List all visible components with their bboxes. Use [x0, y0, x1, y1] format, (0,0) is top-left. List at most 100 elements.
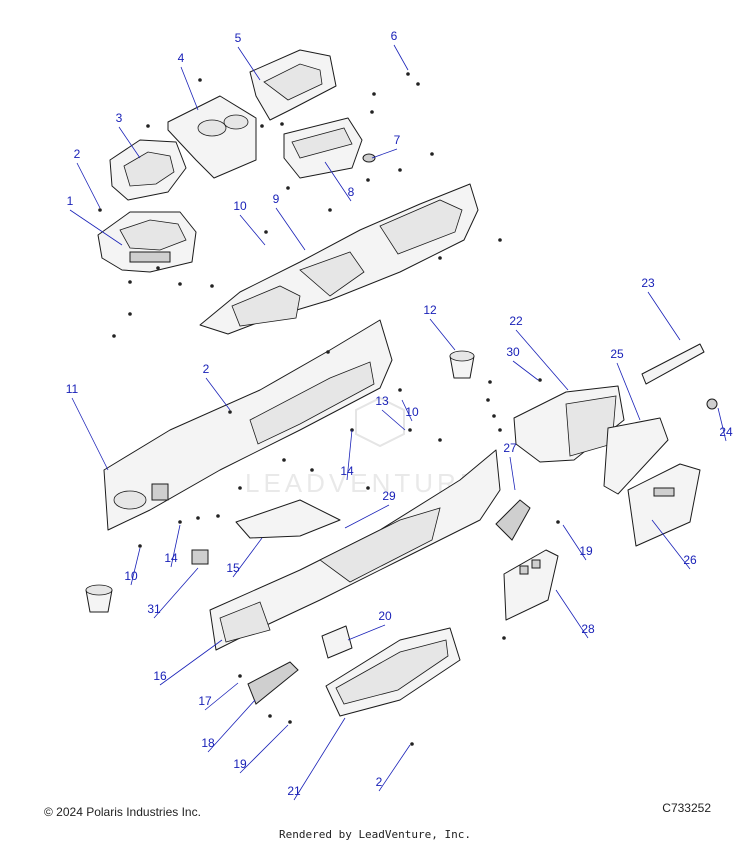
callout-c4: 4: [178, 51, 185, 65]
leader-line-c13: [381, 409, 406, 431]
callout-c28: 28: [581, 622, 595, 636]
leader-line-c19a: [562, 524, 587, 561]
leader-line-c25: [616, 362, 641, 421]
leader-line-c12: [429, 318, 456, 351]
callout-c9: 9: [273, 192, 280, 206]
leader-line-c26: [651, 519, 691, 570]
copyright-text: © 2024 Polaris Industries Inc.: [44, 805, 201, 819]
callout-c2a: 2: [74, 147, 81, 161]
callout-c10b: 10: [405, 405, 419, 419]
part-26-glovebox-door: [627, 463, 701, 547]
callout-c24: 24: [719, 425, 733, 439]
part-24-latch: [706, 398, 718, 410]
part-8-storage-bin: [283, 117, 363, 179]
callout-c19a: 19: [579, 544, 593, 558]
callout-c26: 26: [683, 553, 697, 567]
leader-line-c28: [555, 589, 589, 639]
callout-c14a: 14: [340, 464, 354, 478]
callout-c14b: 14: [164, 551, 178, 565]
leader-line-c27: [509, 456, 516, 491]
leader-line-c18: [207, 699, 256, 753]
part-27-vent-grille: [495, 499, 531, 541]
leader-line-c15: [232, 537, 263, 578]
callout-c25: 25: [610, 347, 624, 361]
part-3-gauge-bezel: [109, 139, 187, 201]
leader-line-c24: [717, 407, 727, 442]
leader-line-c8: [324, 161, 352, 202]
part-16-lower-dash: [209, 449, 501, 651]
leader-line-c20: [347, 624, 386, 641]
callout-c27: 27: [503, 441, 517, 455]
part-20-small-bezel: [321, 625, 353, 659]
callout-c16: 16: [153, 669, 167, 683]
leader-line-c2a: [76, 162, 101, 209]
leader-line-c4: [180, 66, 199, 111]
callout-c31: 31: [147, 602, 161, 616]
part-1-gauge-housing: [97, 211, 197, 273]
leader-line-c1: [69, 209, 123, 246]
leader-line-c7: [371, 148, 398, 159]
leader-line-c6: [393, 44, 409, 71]
credit-text: Rendered by LeadVenture, Inc.: [279, 828, 471, 841]
leader-line-c14b: [170, 524, 181, 568]
leader-line-c16: [159, 639, 223, 686]
callout-c13: 13: [375, 394, 389, 408]
hardware-fasteners: [98, 72, 560, 746]
leader-line-c10a: [239, 214, 266, 246]
callout-c8: 8: [348, 185, 355, 199]
part-cup-insert-left: [85, 584, 113, 613]
leader-line-c23: [647, 291, 681, 341]
callout-c30: 30: [506, 345, 520, 359]
callout-c7: 7: [394, 133, 401, 147]
leader-line-c21: [293, 717, 346, 801]
leader-line-c3: [118, 126, 141, 159]
leader-line-c10c: [130, 547, 141, 586]
part-5-upper-trim: [249, 49, 337, 121]
callout-c20: 20: [378, 609, 392, 623]
leader-line-c14a: [346, 429, 353, 481]
callout-c12: 12: [423, 303, 437, 317]
callout-c23: 23: [641, 276, 655, 290]
callout-c10a: 10: [233, 199, 247, 213]
callout-c22: 22: [509, 314, 523, 328]
leader-line-c9: [275, 207, 306, 251]
callout-c2b: 2: [203, 362, 210, 376]
callout-c2c: 2: [376, 775, 383, 789]
leader-line-c5: [237, 46, 261, 81]
part-11-main-dash-frame: [103, 319, 393, 531]
leader-line-c10b: [401, 399, 413, 422]
callout-c5: 5: [235, 31, 242, 45]
part-7-grommet: [362, 153, 376, 163]
leader-line-c17: [204, 682, 239, 711]
callout-c21: 21: [287, 784, 301, 798]
leader-line-c2b: [205, 377, 231, 411]
part-21-lower-storage-bin: [325, 627, 461, 717]
part-28-switch-panel: [503, 549, 559, 621]
leader-line-c31: [153, 567, 199, 619]
part-4-cupholder-console: [167, 95, 257, 179]
callout-c18: 18: [201, 736, 215, 750]
callout-c6: 6: [391, 29, 398, 43]
leader-line-c11: [71, 397, 109, 471]
callout-c19b: 19: [233, 757, 247, 771]
part-15-bracket: [235, 499, 341, 539]
callout-c15: 15: [226, 561, 240, 575]
part-12-cup-insert: [449, 350, 475, 379]
part-22-glovebox: [513, 385, 625, 463]
leader-line-c2c: [378, 744, 411, 792]
part-23-trim-strip: [641, 343, 705, 385]
leader-line-c22: [515, 329, 569, 391]
callout-c29: 29: [382, 489, 396, 503]
leader-line-c19b: [239, 724, 289, 774]
callout-c11: 11: [66, 382, 79, 396]
leader-line-c29: [344, 504, 390, 529]
part-code: C733252: [662, 801, 711, 815]
callout-c1: 1: [67, 194, 74, 208]
leader-line-c30: [512, 360, 539, 381]
part-9-upper-dash-panel: [199, 183, 479, 335]
part-31-clip: [191, 549, 209, 565]
part-25-glovebox-seal: [603, 417, 669, 495]
callout-c10c: 10: [124, 569, 138, 583]
